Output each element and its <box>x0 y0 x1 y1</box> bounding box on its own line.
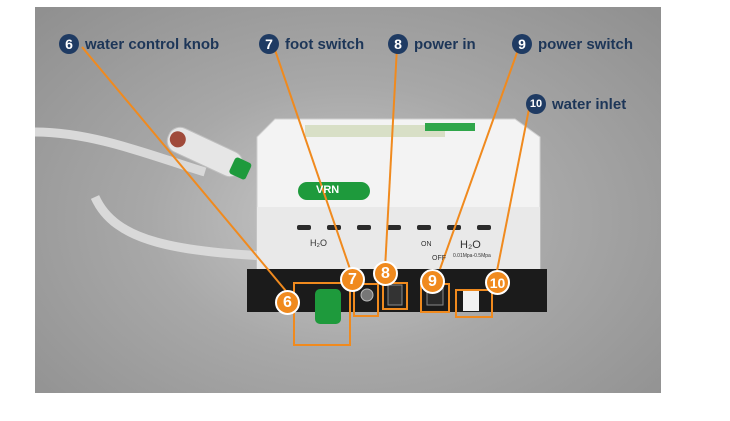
callout-water-inlet: 10 water inlet <box>526 94 626 114</box>
number-badge: 9 <box>512 34 532 54</box>
device-photo: VRN H₂O H₂O 0.01Mpa-0.5Mpa ON OFF 6 7 8 … <box>35 7 661 393</box>
top-green-strip <box>425 123 475 131</box>
pressure-label: 0.01Mpa-0.5Mpa <box>453 253 491 259</box>
callout-text: water inlet <box>552 95 627 113</box>
knob-box <box>293 282 351 346</box>
marker-7: 7 <box>340 267 365 292</box>
number-badge: 10 <box>526 94 546 114</box>
callout-text: water control knob <box>85 35 220 53</box>
cable-loop <box>90 195 286 262</box>
callout-text: foot switch <box>285 35 365 53</box>
power-on-label: ON <box>421 241 432 248</box>
handpiece <box>166 126 252 180</box>
water-inlet-box <box>455 289 493 318</box>
marker-8: 8 <box>373 261 398 286</box>
marker-10: 10 <box>485 270 510 295</box>
callout-water-control-knob: 6 water control knob <box>59 34 219 54</box>
number-badge: 6 <box>59 34 79 54</box>
power-off-label: OFF <box>432 255 446 262</box>
callout-power-in: 8 power in <box>388 34 476 54</box>
foot-switch-box <box>353 283 379 317</box>
panel-h2o-label: H₂O <box>310 238 327 248</box>
water-inlet-fitting <box>463 289 479 311</box>
callout-text: power in <box>414 35 476 53</box>
panel-h2o-right-label: H₂O <box>460 239 481 251</box>
brand-text: VRN <box>316 184 340 196</box>
handpiece-cable <box>35 127 207 177</box>
callout-power-switch: 9 power switch <box>512 34 633 54</box>
callout-lines <box>81 46 530 298</box>
callout-foot-switch: 7 foot switch <box>259 34 364 54</box>
marker-9: 9 <box>420 269 445 294</box>
brand-badge <box>298 182 370 200</box>
foot-socket <box>360 288 374 302</box>
number-badge: 8 <box>388 34 408 54</box>
vents <box>297 225 491 230</box>
number-badge: 7 <box>259 34 279 54</box>
power-in-socket <box>387 284 403 306</box>
device-illustration <box>35 46 547 324</box>
water-knob <box>315 289 341 324</box>
power-in-box <box>382 282 408 310</box>
callout-text: power switch <box>538 35 634 53</box>
top-display <box>305 125 445 137</box>
marker-6: 6 <box>275 290 300 315</box>
